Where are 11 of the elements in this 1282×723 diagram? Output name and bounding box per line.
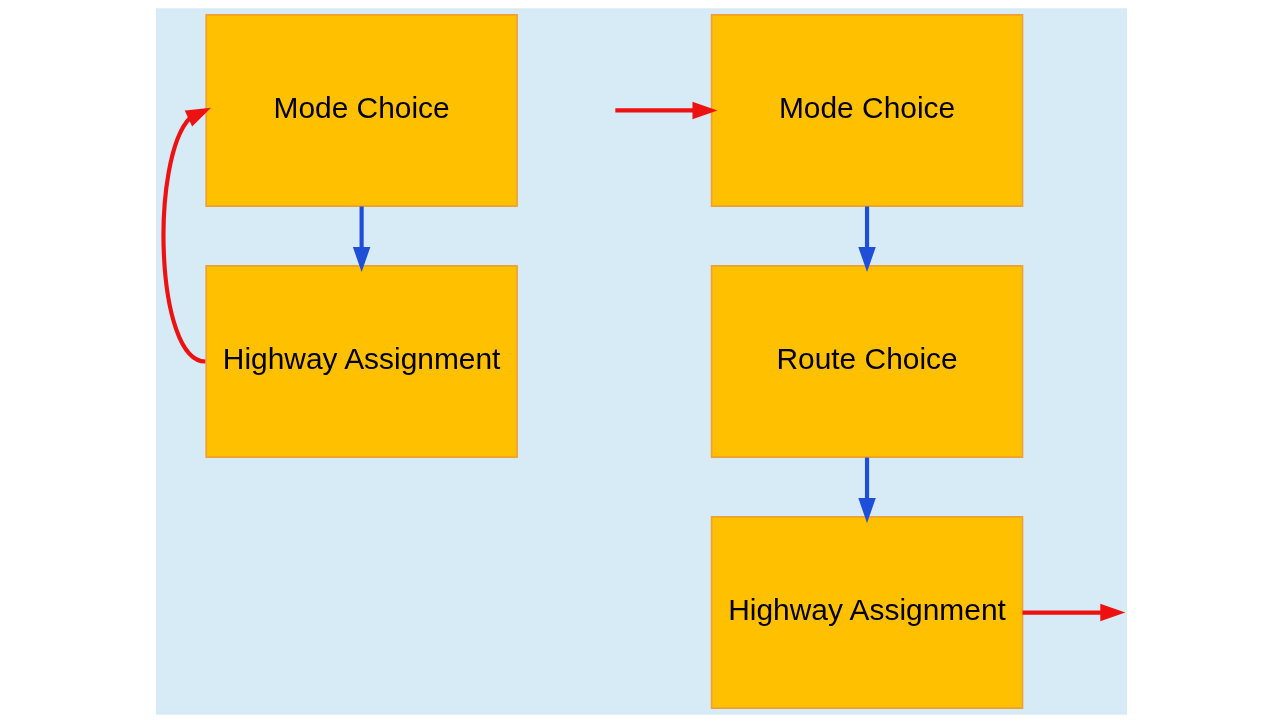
node-box: Highway Assignment (710, 516, 1023, 709)
node-box: Mode Choice (204, 14, 518, 207)
arrow (614, 101, 717, 120)
arrow (161, 107, 211, 364)
node-box: Highway Assignment (204, 265, 518, 458)
node-box: Mode Choice (710, 14, 1023, 207)
arrow (352, 206, 370, 273)
arrow (1022, 603, 1125, 622)
arrow (857, 206, 876, 273)
node-box: Route Choice (710, 265, 1023, 458)
arrow (857, 457, 876, 524)
